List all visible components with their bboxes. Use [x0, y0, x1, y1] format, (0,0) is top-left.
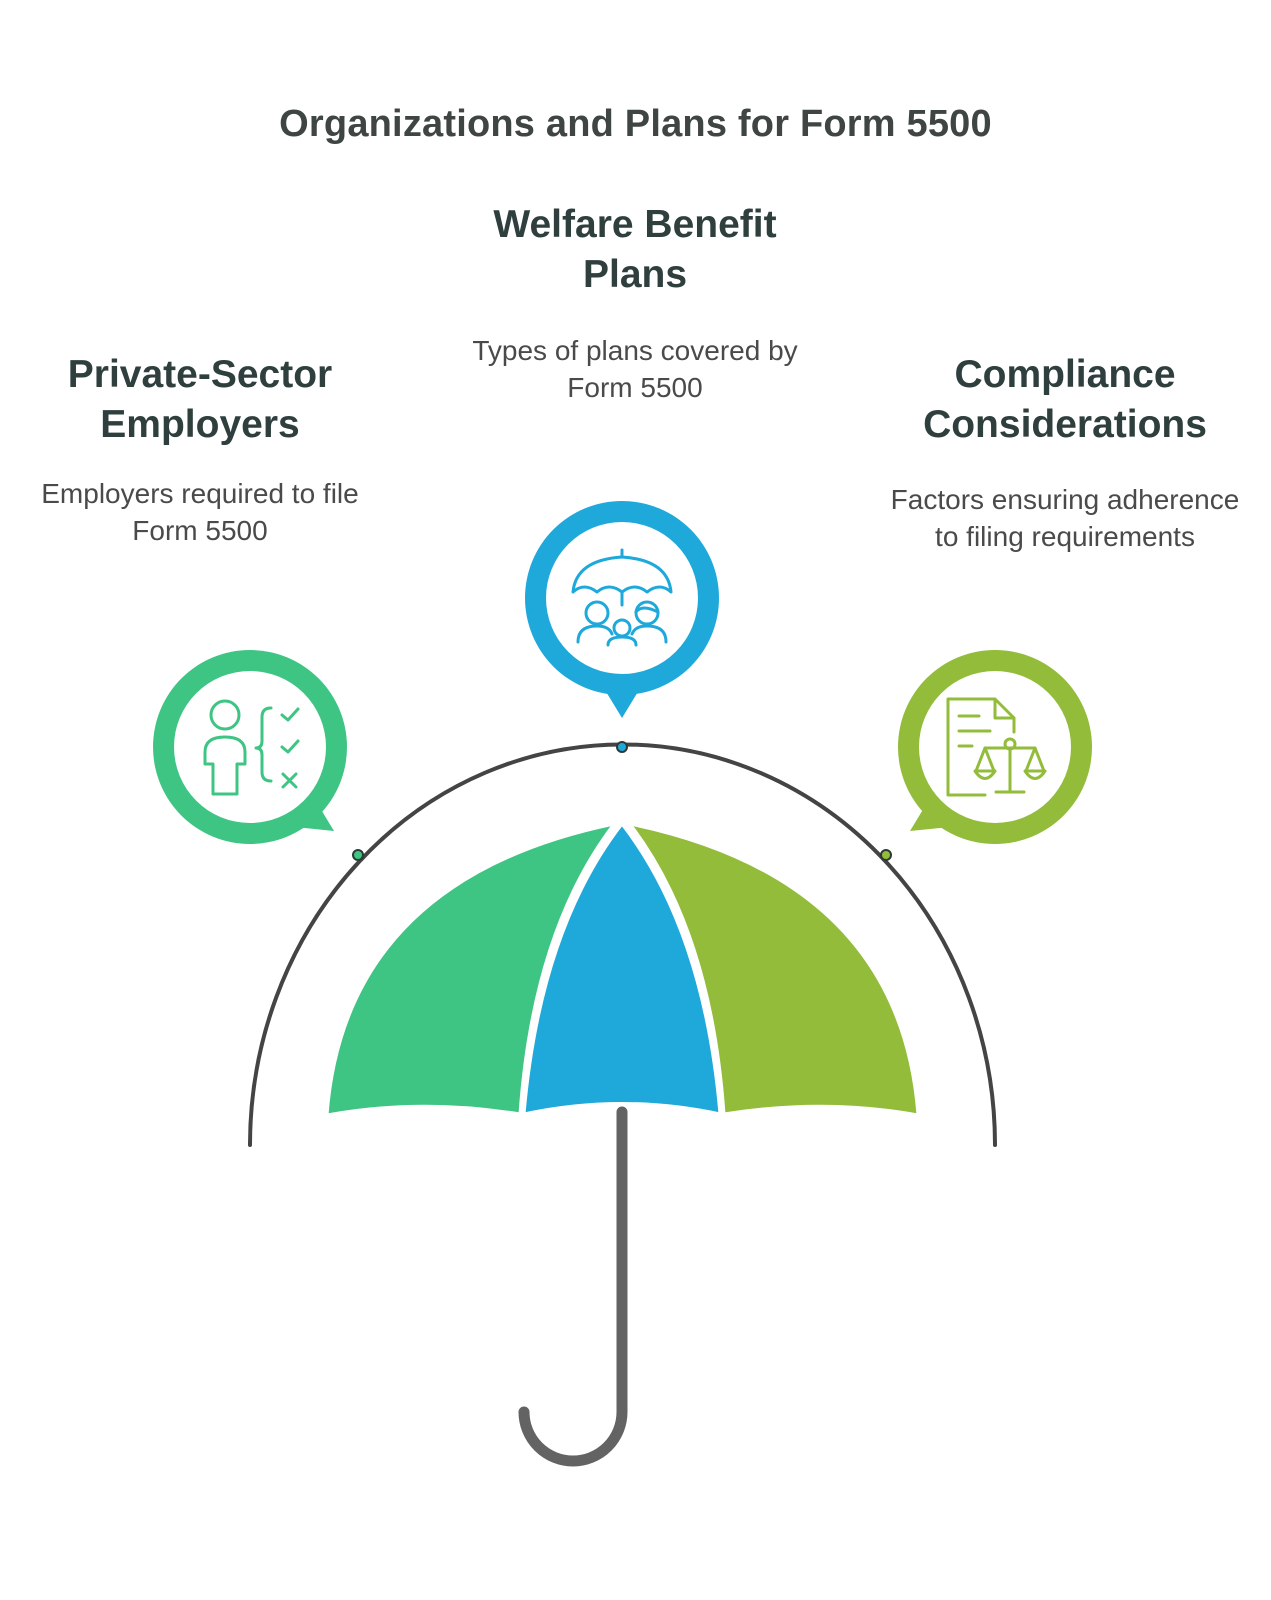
- compliance-considerations-description: Factors ensuring adherence to filing req…: [890, 484, 1240, 552]
- umbrella-family-icon: [571, 548, 673, 647]
- private-sector-employers-pin: [153, 650, 347, 844]
- person-checklist-icon: [203, 699, 300, 796]
- welfare-benefit-plans-pin: [525, 501, 719, 718]
- private-sector-employers-description: Employers required to file Form 5500: [41, 478, 359, 546]
- canopy-left-panel: [325, 822, 616, 1117]
- arc-dot-left: [352, 849, 364, 861]
- private-sector-employers-heading: Private-Sector Employers: [67, 353, 333, 446]
- compliance-considerations-heading: Compliance Considerations: [923, 353, 1207, 446]
- canopy-center-panel: [522, 822, 722, 1116]
- canopy-right-panel: [628, 822, 920, 1117]
- arc-dot-right: [880, 849, 892, 861]
- umbrella-handle: [518, 1106, 628, 1467]
- document-scales-icon: [946, 697, 1047, 797]
- welfare-benefit-plans-heading: Welfare Benefit Plans: [493, 203, 777, 296]
- welfare-benefit-plans-description: Types of plans covered by Form 5500: [472, 335, 798, 403]
- diagram-title: Organizations and Plans for Form 5500: [279, 103, 992, 145]
- arc-dot-center: [616, 741, 628, 753]
- compliance-considerations-pin: [898, 650, 1092, 844]
